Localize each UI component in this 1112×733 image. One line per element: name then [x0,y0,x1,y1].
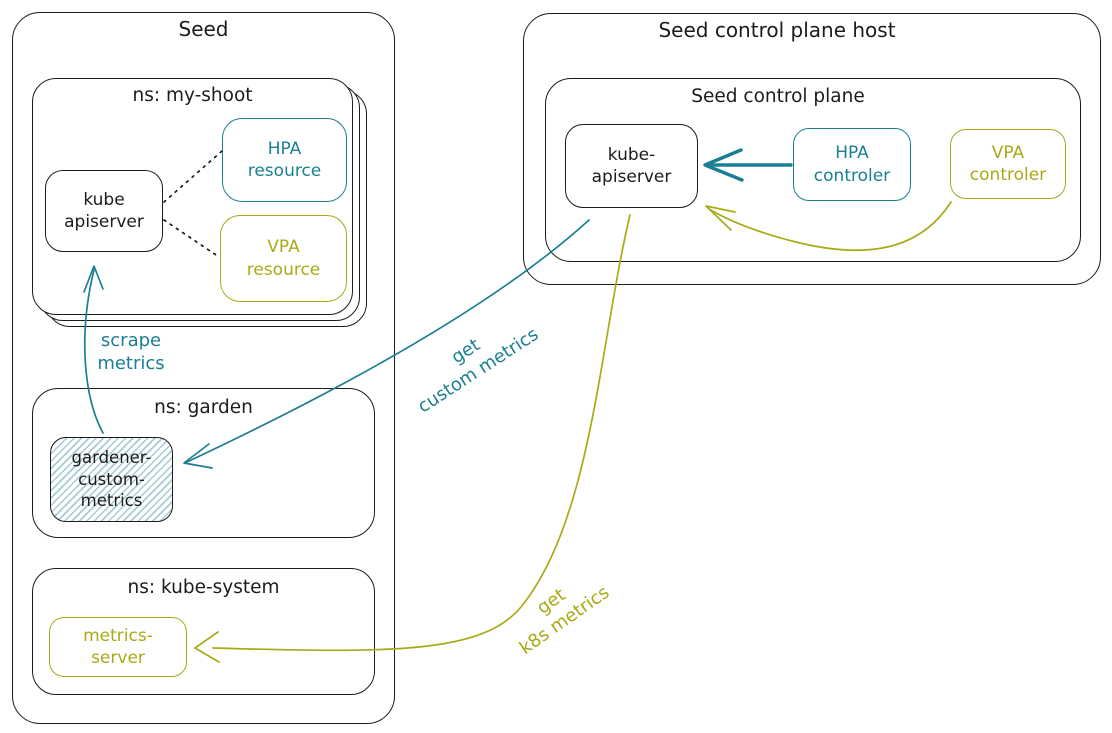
hpa-controller-node: HPA controler [793,128,911,201]
get-k8s-metrics-label: get k8s metrics [515,581,614,659]
seed-title: Seed [178,17,229,41]
seed-control-plane-box [545,78,1081,262]
gardener-custom-metrics-node: gardener- custom- metrics [50,437,173,522]
ns-my-shoot-title: ns: my-shoot [132,85,253,106]
metrics-server-node: metrics- server [49,617,187,677]
vpa-controller-node: VPA controler [950,129,1066,199]
seed-control-plane-host-title: Seed control plane host [658,18,896,42]
seed-control-plane-host-box [523,13,1101,285]
ns-kube-system-title: ns: kube-system [127,577,280,598]
get-custom-metrics-label: get custom metrics [414,323,543,418]
ns-garden-title: ns: garden [154,397,253,418]
scrape-metrics-label: scrape metrics [97,330,165,375]
vpa-resource-node: VPA resource [220,215,347,302]
kube-apiserver-cp-node: kube- apiserver [565,124,698,208]
seed-control-plane-title: Seed control plane [691,86,865,107]
hpa-resource-node: HPA resource [222,118,347,202]
kube-apiserver-shoot-node: kube apiserver [45,170,163,252]
